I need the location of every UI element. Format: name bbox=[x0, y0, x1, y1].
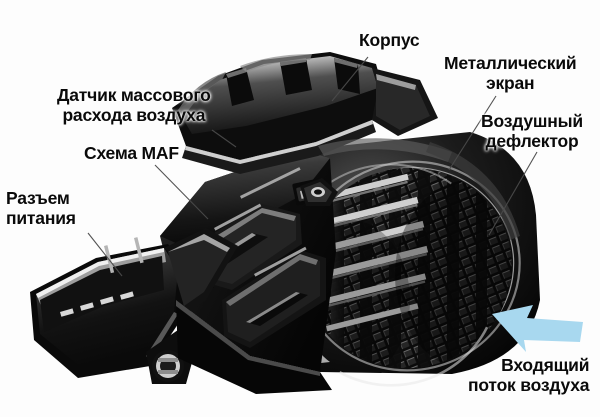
label-air-deflector: Воздушный дефлектор bbox=[481, 111, 583, 151]
label-metal-screen: Металлический экран bbox=[444, 53, 577, 93]
label-maf-scheme: Схема MAF bbox=[84, 143, 179, 163]
label-housing: Корпус bbox=[359, 30, 420, 50]
label-incoming-air-flow: Входящий поток воздуха bbox=[468, 355, 590, 395]
label-power-connector: Разъем питания bbox=[6, 188, 76, 228]
label-maf-sensor: Датчик массового расхода воздуха bbox=[57, 85, 211, 125]
